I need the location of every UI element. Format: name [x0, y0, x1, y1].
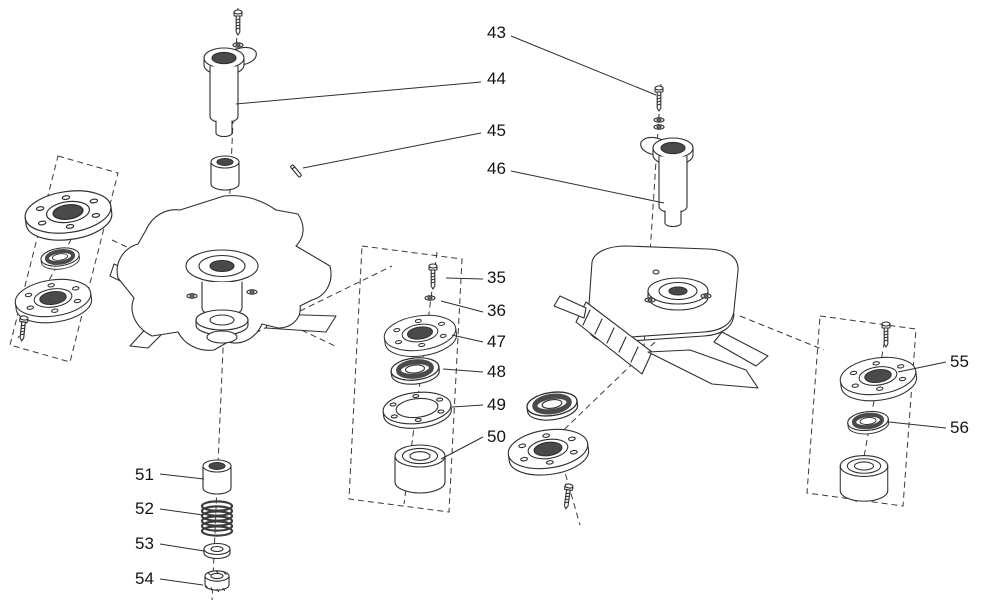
- deck-blade-left: [553, 295, 587, 319]
- callout-54: 54: [135, 569, 204, 588]
- part-number-47: 47: [487, 332, 506, 351]
- part-number-56: 56: [950, 418, 969, 437]
- left-rotor-assembly: [109, 9, 337, 593]
- leader-line-36: [440, 300, 484, 313]
- part-number-54: 54: [135, 569, 154, 588]
- bearing-cup-50: [394, 444, 446, 494]
- leader-line-46: [510, 170, 665, 204]
- callout-50: 50: [440, 427, 506, 460]
- part-number-35: 35: [487, 268, 506, 287]
- deck-blade-lower-right: [713, 331, 769, 367]
- left-bearing-kit: [9, 155, 119, 363]
- callout-43: 43: [487, 23, 657, 96]
- part-number-49: 49: [487, 395, 506, 414]
- washer-53: [203, 542, 231, 560]
- leader-line-35: [445, 277, 484, 280]
- part-number-48: 48: [487, 362, 506, 381]
- part-number-53: 53: [135, 534, 154, 553]
- part-number-51: 51: [135, 465, 154, 484]
- part-number-52: 52: [135, 499, 154, 518]
- leader-line-47: [451, 334, 484, 343]
- callout-48: 48: [442, 362, 506, 381]
- leader-line-56: [888, 421, 947, 429]
- right-bearing-kit: [806, 315, 920, 507]
- callout-35: 35: [445, 268, 506, 287]
- middle-kit-boundary-box: [348, 245, 463, 513]
- callout-49: 49: [451, 395, 506, 414]
- part-number-46: 46: [487, 159, 506, 178]
- callout-47: 47: [451, 332, 506, 351]
- leader-line-43: [510, 35, 657, 96]
- castle-nut-54: [204, 570, 230, 593]
- callout-51: 51: [135, 465, 205, 484]
- callout-46: 46: [487, 159, 665, 204]
- spindle-washer-right-1: [653, 117, 665, 123]
- mount-line-right-kit: [739, 315, 825, 351]
- leader-line-49: [451, 404, 484, 408]
- part-number-45: 45: [487, 121, 506, 140]
- washer-36: [424, 295, 436, 301]
- leader-line-44: [235, 81, 482, 105]
- leader-line-50: [440, 436, 484, 460]
- part-number-43: 43: [487, 23, 506, 42]
- part-number-50: 50: [487, 427, 506, 446]
- callout-44: 44: [235, 69, 506, 105]
- right-rotor-assembly: [553, 85, 769, 389]
- callout-53: 53: [135, 534, 205, 553]
- callout-45: 45: [302, 121, 506, 169]
- callout-36: 36: [440, 300, 506, 320]
- right-kit-bearing-cup: [839, 455, 889, 502]
- leader-line-53: [159, 543, 205, 552]
- part-number-36: 36: [487, 301, 506, 320]
- leader-line-48: [442, 368, 484, 373]
- part-number-44: 44: [487, 69, 506, 88]
- callout-52: 52: [135, 499, 204, 518]
- upper-bushing: [210, 155, 240, 191]
- leader-line-54: [159, 578, 204, 586]
- part-number-55: 55: [950, 352, 969, 371]
- leader-line-55: [897, 361, 947, 373]
- leader-line-45: [302, 132, 482, 169]
- deck-blade-right: [647, 349, 759, 389]
- rotor-hub: [185, 249, 259, 344]
- leader-line-51: [159, 473, 205, 480]
- cotter-pin-45: [290, 164, 302, 178]
- spindle-washer-left-1: [232, 42, 244, 48]
- callouts: 43 44 45 46 35 36 47 48: [135, 23, 969, 588]
- left-kit-boundary-box: [9, 155, 119, 363]
- deck-hub: [644, 277, 712, 311]
- leader-line-52: [159, 508, 204, 516]
- deck-pilot-hole: [652, 269, 660, 275]
- callout-56: 56: [888, 418, 969, 437]
- spindle-washer-right-2: [653, 124, 665, 130]
- lower-bushing-51: [202, 459, 232, 495]
- deck-skirt: [575, 301, 653, 375]
- middle-bearing-kit: [348, 245, 463, 513]
- callout-55: 55: [897, 352, 969, 373]
